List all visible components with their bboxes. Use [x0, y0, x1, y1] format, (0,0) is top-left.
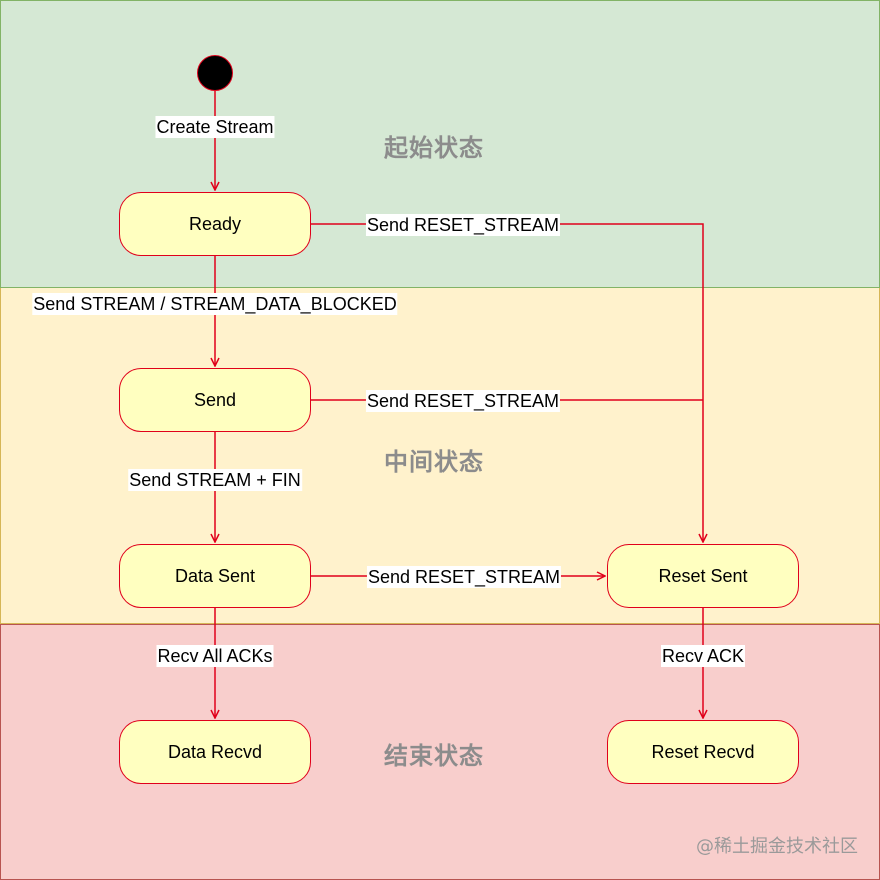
label-reset-from-data-sent: Send RESET_STREAM: [366, 566, 562, 588]
label-reset-from-send: Send RESET_STREAM: [365, 390, 561, 412]
state-data-recvd: Data Recvd: [119, 720, 311, 784]
edge-ready-reset: [311, 223, 703, 542]
state-ready: Ready: [119, 192, 311, 256]
label-recv-all-acks: Recv All ACKs: [156, 645, 274, 667]
state-reset-sent: Reset Sent: [607, 544, 799, 608]
start-zone-title: 起始状态: [384, 134, 484, 162]
watermark-text: @稀土掘金技术社区: [696, 836, 858, 857]
label-send-stream-fin: Send STREAM + FIN: [128, 469, 302, 491]
state-send: Send: [119, 368, 311, 432]
label-recv-ack: Recv ACK: [660, 645, 746, 667]
label-send-stream-blocked: Send STREAM / STREAM_DATA_BLOCKED: [32, 293, 398, 315]
initial-state-dot: [197, 55, 233, 91]
end-zone-title: 结束状态: [384, 742, 484, 770]
middle-zone-title: 中间状态: [384, 448, 484, 476]
state-data-sent: Data Sent: [119, 544, 311, 608]
label-reset-from-ready: Send RESET_STREAM: [365, 214, 561, 236]
state-reset-recvd: Reset Recvd: [607, 720, 799, 784]
label-create-stream: Create Stream: [155, 116, 275, 138]
